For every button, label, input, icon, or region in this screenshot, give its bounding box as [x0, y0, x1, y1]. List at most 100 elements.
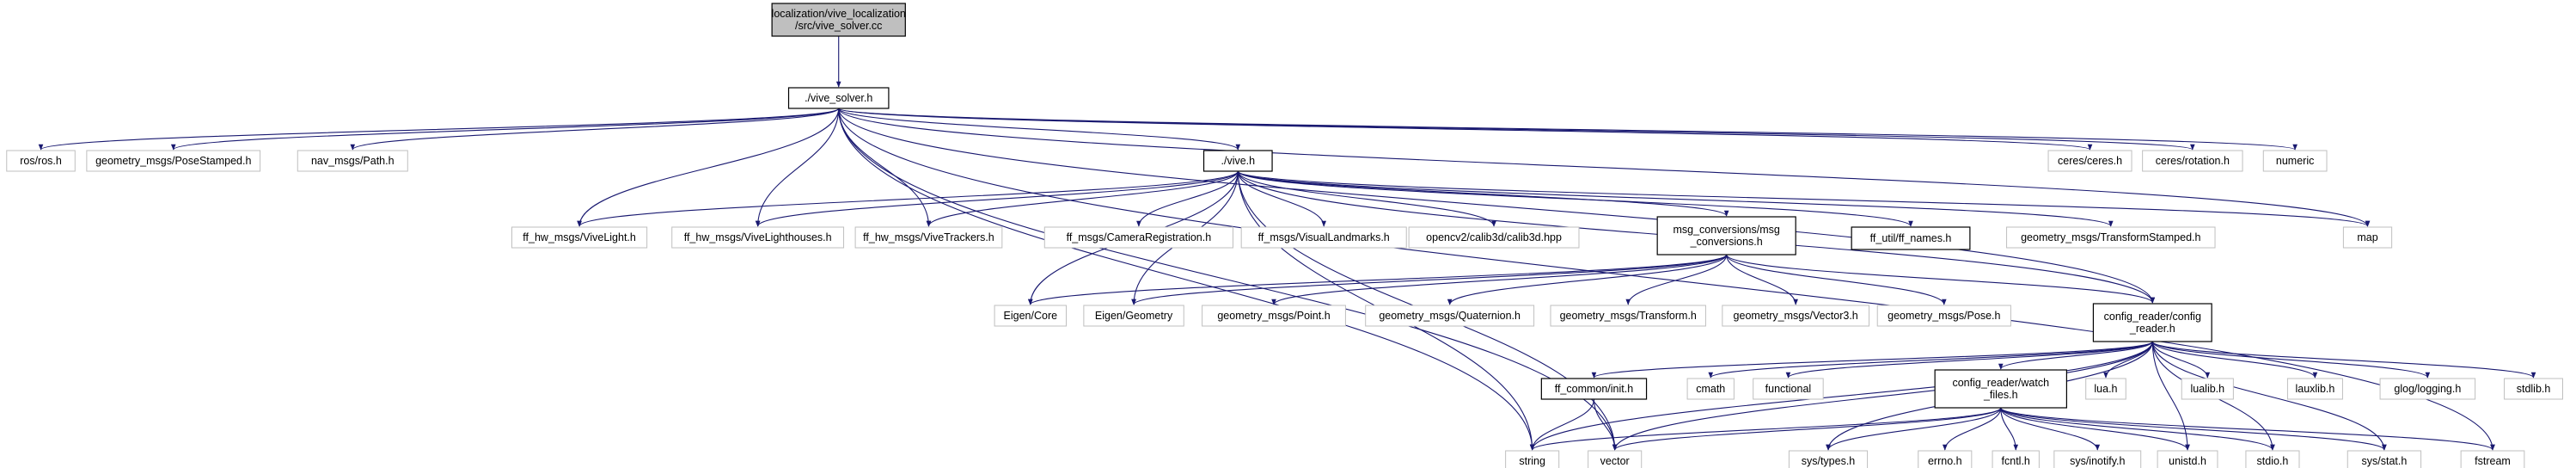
node-ff-hw-msgs-vivelight-h: ff_hw_msgs/ViveLight.h [511, 226, 648, 249]
node-label: glog/logging.h [2394, 383, 2461, 395]
node-geometry-msgs-transformstamped-h: geometry_msgs/TransformStamped.h [2006, 226, 2216, 249]
node-box [1722, 305, 1870, 327]
edge-msg_conversions_h-to-geometry_msgs_transform_h [1625, 254, 1728, 305]
edge-vive_solver_h-to-ff_hw_msgs_vivelighthouses_h [755, 108, 840, 227]
node-box [2286, 378, 2343, 400]
node-geometry-msgs-vector3-h: geometry_msgs/Vector3.h [1722, 305, 1870, 327]
node-label: vector [1600, 455, 1630, 467]
edge-config_reader_h-to-sys_stat_h [2151, 341, 2387, 451]
node-msg-conversions-h[interactable]: msg_conversions/msg_conversions.h [1656, 216, 1796, 256]
node-label: geometry_msgs/PoseStamped.h [95, 155, 251, 167]
node-box [1240, 226, 1407, 249]
edge-vive_h-to-ff_util_ff_names_h [1237, 170, 1913, 227]
node-label: config_reader/config [2104, 311, 2201, 323]
node-label: ff_hw_msgs/ViveTrackers.h [863, 231, 994, 243]
node-vector: vector [1588, 450, 1643, 468]
node-ff-msgs-visuallandmarks-h: ff_msgs/VisualLandmarks.h [1240, 226, 1407, 249]
edge-config_reader_h-to-vector [1612, 341, 2153, 451]
node-label: sys/inotify.h [2070, 455, 2125, 467]
edge-config_reader_watch_files_h-to-fstream [2000, 407, 2495, 451]
edge-vive_solver_h-to-ff_hw_msgs_vivetrackers_h [838, 108, 932, 227]
edge-config_reader_h-to-stdlib_h [2151, 341, 2536, 379]
edge-vive_h-to-geometry_msgs_transformstamped_h [1237, 170, 2114, 227]
node-box [2085, 378, 2126, 400]
node-label: ./vive_solver.h [805, 92, 872, 104]
node-box [86, 150, 261, 172]
edge-config_reader_h-to-glog_logging_h [2151, 341, 2431, 379]
node-sys-stat-h: sys/stat.h [2347, 450, 2422, 468]
edge-msg_conversions_h-to-geometry_msgs_pose_h [1726, 254, 1947, 305]
node-box [1588, 450, 1643, 468]
node-box [1686, 378, 1735, 400]
node-ff-common-init-h[interactable]: ff_common/init.h [1540, 378, 1648, 400]
node-vive-h[interactable]: ./vive.h [1202, 150, 1273, 172]
node-label: geometry_msgs/Pose.h [1888, 310, 2000, 322]
node-box [2379, 378, 2476, 400]
node-geometry-msgs-pose-h: geometry_msgs/Pose.h [1876, 305, 2011, 327]
node-config-reader-h[interactable]: config_reader/config_reader.h [2092, 303, 2212, 342]
edge-vive_solver_h-to-string [838, 108, 1535, 451]
node-errno-h: errno.h [1918, 450, 1973, 468]
edge-config_reader_h-to-lauxlib_h [2151, 341, 2318, 379]
node-label: cmath [1696, 383, 1725, 395]
node-box [1202, 150, 1273, 172]
node-sys-inotify-h: sys/inotify.h [2053, 450, 2142, 468]
node-label: opencv2/calib3d/calib3d.hpp [1426, 231, 1562, 243]
node-box [1918, 450, 1973, 468]
node-box [2504, 378, 2563, 400]
node-label: sys/stat.h [2362, 455, 2408, 467]
edge-msg_conversions_h-to-geometry_msgs_point_h [1271, 254, 1728, 305]
edge-vive_solver_h-to-vive_h [838, 108, 1240, 151]
node-label: geometry_msgs/Quaternion.h [1379, 310, 1521, 322]
node-label: Eigen/Geometry [1095, 310, 1173, 322]
edge-vive_solver_h-to-fstream [838, 108, 2495, 451]
node-stdio-h: stdio.h [2245, 450, 2300, 468]
node-ff-hw-msgs-vivelighthouses-h: ff_hw_msgs/ViveLighthouses.h [671, 226, 845, 249]
node-label: geometry_msgs/Vector3.h [1734, 310, 1858, 322]
node-label: Eigen/Core [1004, 310, 1058, 322]
node-label: msg_conversions/msg [1673, 224, 1779, 236]
node-box [1365, 305, 1535, 327]
node-geometry-msgs-posestamped-h: geometry_msgs/PoseStamped.h [86, 150, 261, 172]
node-box [511, 226, 648, 249]
edge-vive_h-to-ff_hw_msgs_vivelight_h [577, 170, 1239, 227]
node-label: string [1519, 455, 1545, 467]
node-box [1202, 305, 1346, 327]
edge-vive_solver_h-to-ceres_rotation_h [838, 108, 2195, 151]
edge-vive_h-to-ff_hw_msgs_vivelighthouses_h [755, 170, 1239, 227]
node-unistd-h: unistd.h [2157, 450, 2218, 468]
node-lualib-h: lualib.h [2181, 378, 2234, 400]
node-root[interactable]: localization/vive_localization/src/vive_… [771, 3, 906, 37]
node-label: ceres/rotation.h [2156, 155, 2230, 167]
edge-config_reader_h-to-ff_common_init_h [1591, 341, 2153, 379]
node-ff-util-ff-names-h[interactable]: ff_util/ff_names.h [1851, 226, 1971, 250]
edge-vive_solver_h-to-config_reader_h [838, 108, 2155, 304]
edge-vive_solver_h-to-numeric [838, 108, 2298, 151]
edge-msg_conversions_h-to-config_reader_h [1726, 254, 2155, 304]
node-box [1992, 450, 2040, 468]
edge-ff_common_init_h-to-vector [1593, 398, 1618, 451]
edge-vive_solver_h-to-map [838, 108, 2371, 227]
node-box [994, 305, 1068, 327]
node-box [2092, 303, 2212, 342]
node-label: ceres/ceres.h [2058, 155, 2122, 167]
node-geometry-msgs-point-h: geometry_msgs/Point.h [1202, 305, 1346, 327]
node-lauxlib-h: lauxlib.h [2286, 378, 2343, 400]
node-label: localization/vive_localization [772, 8, 906, 20]
node-config-reader-watch-files-h[interactable]: config_reader/watch_files.h [1934, 369, 2067, 409]
node-label: ff_msgs/CameraRegistration.h [1067, 231, 1212, 243]
node-eigen-core: Eigen/Core [994, 305, 1068, 327]
node-box [1656, 216, 1796, 256]
node-box [787, 87, 890, 109]
node-numeric: numeric [2262, 150, 2328, 172]
edge-msg_conversions_h-to-geometry_msgs_vector3_h [1726, 254, 1798, 305]
node-label: lualib.h [2190, 383, 2224, 395]
node-box [2006, 226, 2216, 249]
node-box [2047, 150, 2132, 172]
node-box [1408, 226, 1580, 249]
node-vive-solver-h[interactable]: ./vive_solver.h [787, 87, 890, 109]
node-box [1753, 378, 1824, 400]
node-label: ff_msgs/VisualLandmarks.h [1258, 231, 1390, 243]
node-box [2142, 150, 2243, 172]
node-label: stdlib.h [2517, 383, 2551, 395]
